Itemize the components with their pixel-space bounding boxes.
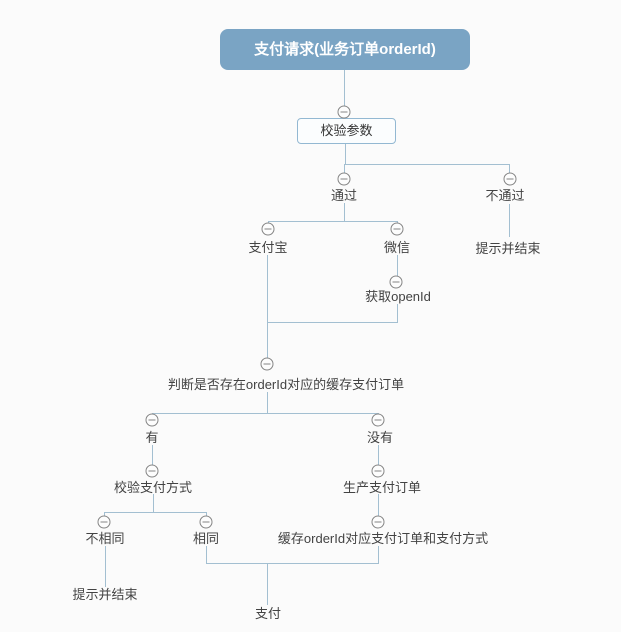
collapse-icon[interactable] xyxy=(199,515,213,529)
collapse-icon[interactable] xyxy=(260,357,274,371)
connector xyxy=(345,144,346,164)
connector xyxy=(267,392,268,413)
connector xyxy=(509,204,510,237)
connector xyxy=(378,494,379,516)
node-check-params[interactable]: 校验参数 xyxy=(297,118,396,144)
collapse-icon[interactable] xyxy=(337,172,351,186)
collapse-icon[interactable] xyxy=(261,222,275,236)
node-create-pay-order[interactable]: 生产支付订单 xyxy=(342,480,422,495)
node-same[interactable]: 相同 xyxy=(192,531,220,546)
node-wechat[interactable]: 微信 xyxy=(383,240,411,255)
connector xyxy=(206,563,379,564)
node-get-openid[interactable]: 获取openId xyxy=(365,289,431,304)
node-verify-pay-method[interactable]: 校验支付方式 xyxy=(113,480,193,495)
connector xyxy=(378,546,379,563)
node-no-pass-end[interactable]: 提示并结束 xyxy=(475,241,541,256)
collapse-icon[interactable] xyxy=(390,222,404,236)
collapse-icon[interactable] xyxy=(371,413,385,427)
collapse-icon[interactable] xyxy=(371,464,385,478)
connector xyxy=(344,164,510,165)
node-not-same[interactable]: 不相同 xyxy=(85,531,125,546)
connector xyxy=(153,494,154,512)
connector xyxy=(267,255,268,322)
connector xyxy=(378,445,379,465)
node-cache-order[interactable]: 缓存orderId对应支付订单和支付方式 xyxy=(277,531,489,546)
connector xyxy=(104,512,207,513)
collapse-icon[interactable] xyxy=(97,515,111,529)
connector xyxy=(397,255,398,276)
connector xyxy=(344,203,345,221)
collapse-icon[interactable] xyxy=(503,172,517,186)
collapse-icon[interactable] xyxy=(371,515,385,529)
collapse-icon[interactable] xyxy=(389,275,403,289)
connector xyxy=(267,322,398,323)
node-yes[interactable]: 有 xyxy=(145,430,159,445)
connector xyxy=(344,164,345,179)
connector xyxy=(105,546,106,587)
connector xyxy=(267,563,268,605)
connector xyxy=(344,70,345,106)
collapse-icon[interactable] xyxy=(145,464,159,478)
node-no-pass[interactable]: 不通过 xyxy=(485,188,525,203)
connector xyxy=(397,304,398,322)
node-pass[interactable]: 通过 xyxy=(330,188,358,203)
connector xyxy=(206,546,207,563)
node-judge-cached-order[interactable]: 判断是否存在orderId对应的缓存支付订单 xyxy=(167,377,405,392)
connector xyxy=(152,413,379,414)
node-pay[interactable]: 支付 xyxy=(254,606,282,621)
collapse-icon[interactable] xyxy=(145,413,159,427)
collapse-icon[interactable] xyxy=(337,105,351,119)
connector xyxy=(267,322,268,358)
connector xyxy=(268,221,398,222)
connector xyxy=(152,445,153,465)
connector xyxy=(509,164,510,179)
node-not-same-end[interactable]: 提示并结束 xyxy=(72,587,138,602)
node-no[interactable]: 没有 xyxy=(366,430,394,445)
node-alipay[interactable]: 支付宝 xyxy=(248,240,288,255)
node-root[interactable]: 支付请求(业务订单orderId) xyxy=(220,29,470,70)
